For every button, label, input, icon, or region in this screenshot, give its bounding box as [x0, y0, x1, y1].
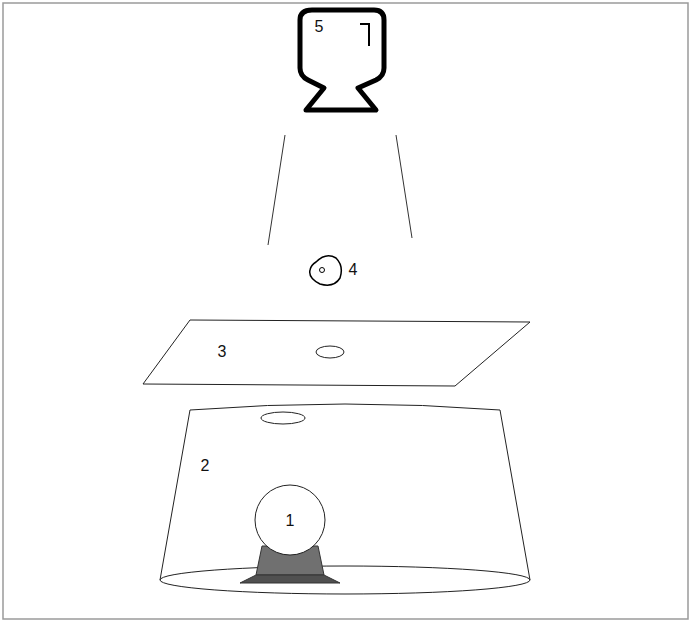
callout-number: 1	[286, 513, 295, 529]
frame	[3, 3, 688, 619]
view-line	[268, 135, 285, 245]
plate	[143, 320, 530, 386]
callout-number: 3	[218, 344, 227, 360]
callout-number: 5	[315, 19, 324, 35]
callout-number: 4	[349, 262, 358, 278]
camera	[300, 10, 384, 110]
lamp-foot	[240, 575, 340, 583]
shade-top	[190, 404, 500, 410]
view-line	[396, 135, 412, 238]
shade-side	[160, 410, 190, 580]
camera-mark	[360, 24, 369, 46]
shade-side	[500, 410, 530, 580]
object-dot	[320, 268, 325, 273]
shade-hole	[261, 412, 305, 424]
object	[310, 256, 342, 285]
plate-hole	[316, 346, 344, 358]
callout-number: 2	[201, 458, 210, 474]
shade-base	[160, 566, 530, 594]
lamp-bulb	[255, 485, 325, 555]
